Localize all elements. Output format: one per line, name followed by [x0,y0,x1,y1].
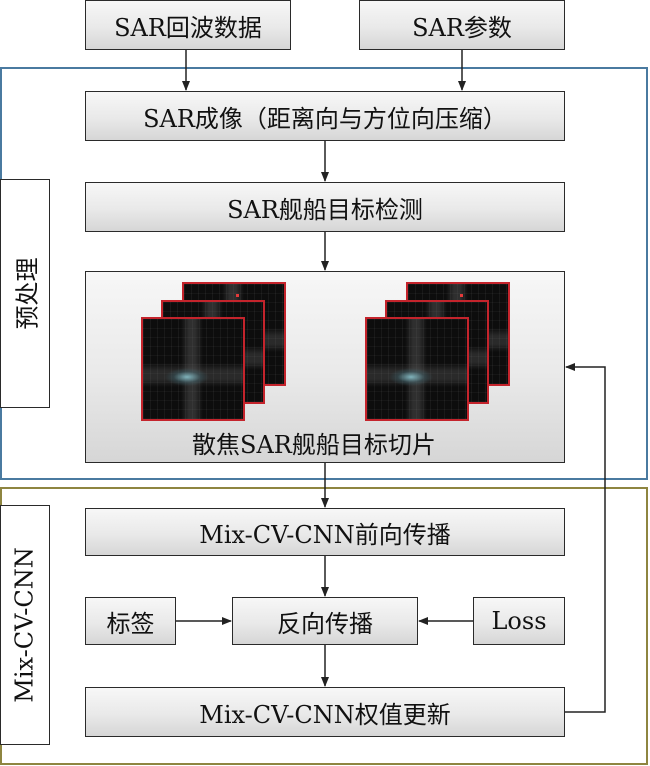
forward-propagation-box: Mix-CV-CNN前向传播 [85,508,565,556]
sar-slice-image [141,317,245,421]
forward-propagation-label: Mix-CV-CNN前向传播 [199,520,451,549]
preprocessing-side-label: 预处理 [0,179,50,408]
loss-label: Loss [491,607,547,635]
sar-echo-data-label: SAR回波数据 [114,13,262,42]
arrow-update-feedback [565,363,606,713]
ship-detection-label: SAR舰船目标检测 [227,195,423,224]
slices-caption: 散焦SAR舰船目标切片 [192,431,436,459]
loss-box: Loss [473,597,565,645]
weight-update-box: Mix-CV-CNN权值更新 [85,687,565,737]
sar-parameters-box: SAR参数 [359,0,565,50]
sar-imaging-label: SAR成像（距离向与方位向压缩） [143,104,507,133]
sar-parameters-label: SAR参数 [412,13,512,42]
label-box: 标签 [85,597,176,645]
sar-slice-image [365,317,469,421]
ship-detection-box: SAR舰船目标检测 [85,182,565,232]
network-side-label: Mix-CV-CNN [0,505,50,745]
sar-echo-data-box: SAR回波数据 [85,0,291,50]
backward-propagation-box: 反向传播 [232,597,418,645]
sar-imaging-box: SAR成像（距离向与方位向压缩） [85,91,565,141]
backward-propagation-label: 反向传播 [277,609,373,638]
label-box-text: 标签 [106,609,155,638]
weight-update-label: Mix-CV-CNN权值更新 [199,700,451,729]
